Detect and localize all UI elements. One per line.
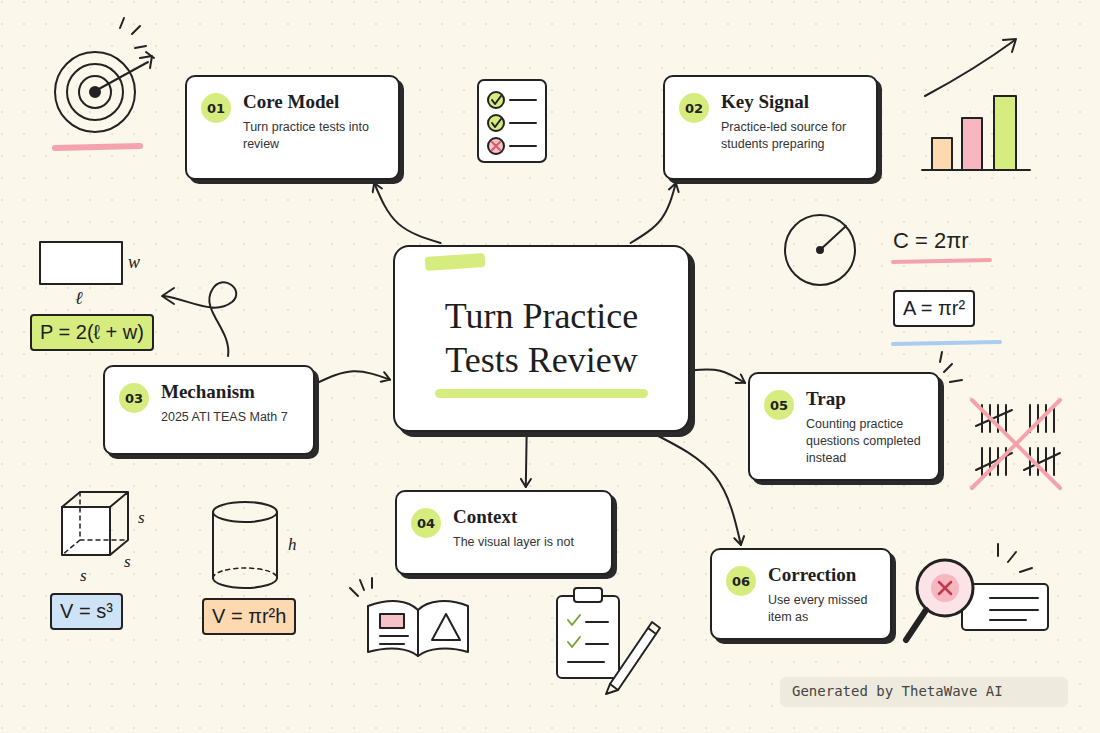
card-heading: Trap [806, 388, 924, 410]
dimension-label: s [80, 566, 87, 586]
dimension-label: w [128, 252, 140, 273]
target-icon [55, 18, 154, 148]
card-body: Use every missed item as [768, 592, 876, 626]
card-text: ContextThe visual layer is not [453, 506, 597, 551]
formula-box: P = 2(ℓ + w) [30, 314, 154, 351]
tally-marks [940, 352, 1060, 488]
watermark: Generated by ThetaWave AI [792, 683, 1003, 699]
formula-box: V = πr²h [202, 598, 296, 635]
card-text: Mechanism 2025 ATI TEAS Math 7 [161, 381, 299, 426]
dimension-label: ℓ [75, 288, 83, 309]
dimension-label: h [288, 535, 297, 555]
step-number: 04 [411, 508, 441, 538]
step-number: 01 [201, 93, 231, 123]
cube-figure [62, 492, 128, 555]
card-heading: Context [453, 506, 597, 528]
card-text: Key SignalPractice-led source for studen… [721, 91, 862, 153]
connector-arrow [374, 183, 440, 243]
formula-box: V = s³ [50, 593, 123, 630]
book-icon [350, 578, 468, 656]
step-number: 05 [764, 390, 794, 420]
connector-arrow [692, 369, 745, 382]
card-heading: Correction [768, 564, 876, 586]
card-body: Practice-led source for students prepari… [721, 119, 862, 153]
watermark-plate [780, 677, 1068, 707]
central-topic: Turn Practice Tests Review [421, 295, 662, 381]
cylinder-figure [213, 502, 277, 588]
card-body: 2025 ATI TEAS Math 7 [161, 409, 299, 426]
topic-card: 02 Key SignalPractice-led source for stud… [663, 75, 878, 180]
highlight-underline [435, 389, 647, 398]
card-text: Core ModelTurn practice tests into revie… [243, 91, 384, 153]
formula-text: V = πr²h [212, 605, 286, 627]
connector-arrow [525, 434, 528, 487]
card-heading: Key Signal [721, 91, 862, 113]
formula-box: A = πr² [893, 290, 975, 327]
magnifier-icon [906, 544, 1048, 640]
topic-card: 03 Mechanism 2025 ATI TEAS Math 7 [103, 365, 315, 455]
clipboard-icon [557, 588, 660, 694]
card-body: The visual layer is not [453, 534, 597, 551]
checklist-card [478, 80, 546, 162]
card-heading: Mechanism [161, 381, 299, 403]
connector-arrow [654, 434, 741, 545]
hub-text-wrap: Turn Practice Tests Review [421, 295, 662, 381]
step-number: 03 [119, 383, 149, 413]
topic-card: 04 ContextThe visual layer is not [395, 490, 613, 575]
card-text: TrapCounting practice questions complete… [806, 388, 924, 467]
bar-chart-icon [922, 39, 1030, 170]
formula-text: A = πr² [903, 297, 965, 319]
topic-card: 05 TrapCounting practice questions comple… [748, 372, 940, 481]
central-topic-box: Turn Practice Tests Review [393, 245, 690, 432]
card-body: Turn practice tests into review [243, 119, 384, 153]
step-number: 02 [679, 93, 709, 123]
card-body: Counting practice questions completed in… [806, 416, 924, 467]
connector-arrow [631, 183, 676, 243]
dimension-label: s [124, 552, 131, 572]
rectangle-figure [40, 242, 236, 356]
connector-arrow [317, 371, 390, 383]
dimension-label: s [138, 508, 145, 528]
formula-label: C = 2πr [893, 228, 969, 254]
circle-figure [785, 215, 1000, 344]
highlight-mark [425, 253, 486, 271]
topic-card: 01 Core ModelTurn practice tests into rev… [185, 75, 400, 180]
formula-text: P = 2(ℓ + w) [40, 321, 144, 343]
card-heading: Core Model [243, 91, 384, 113]
step-number: 06 [726, 566, 756, 596]
formula-text: V = s³ [60, 600, 113, 622]
card-text: CorrectionUse every missed item as [768, 564, 876, 626]
topic-card: 06 CorrectionUse every missed item as [710, 548, 892, 640]
